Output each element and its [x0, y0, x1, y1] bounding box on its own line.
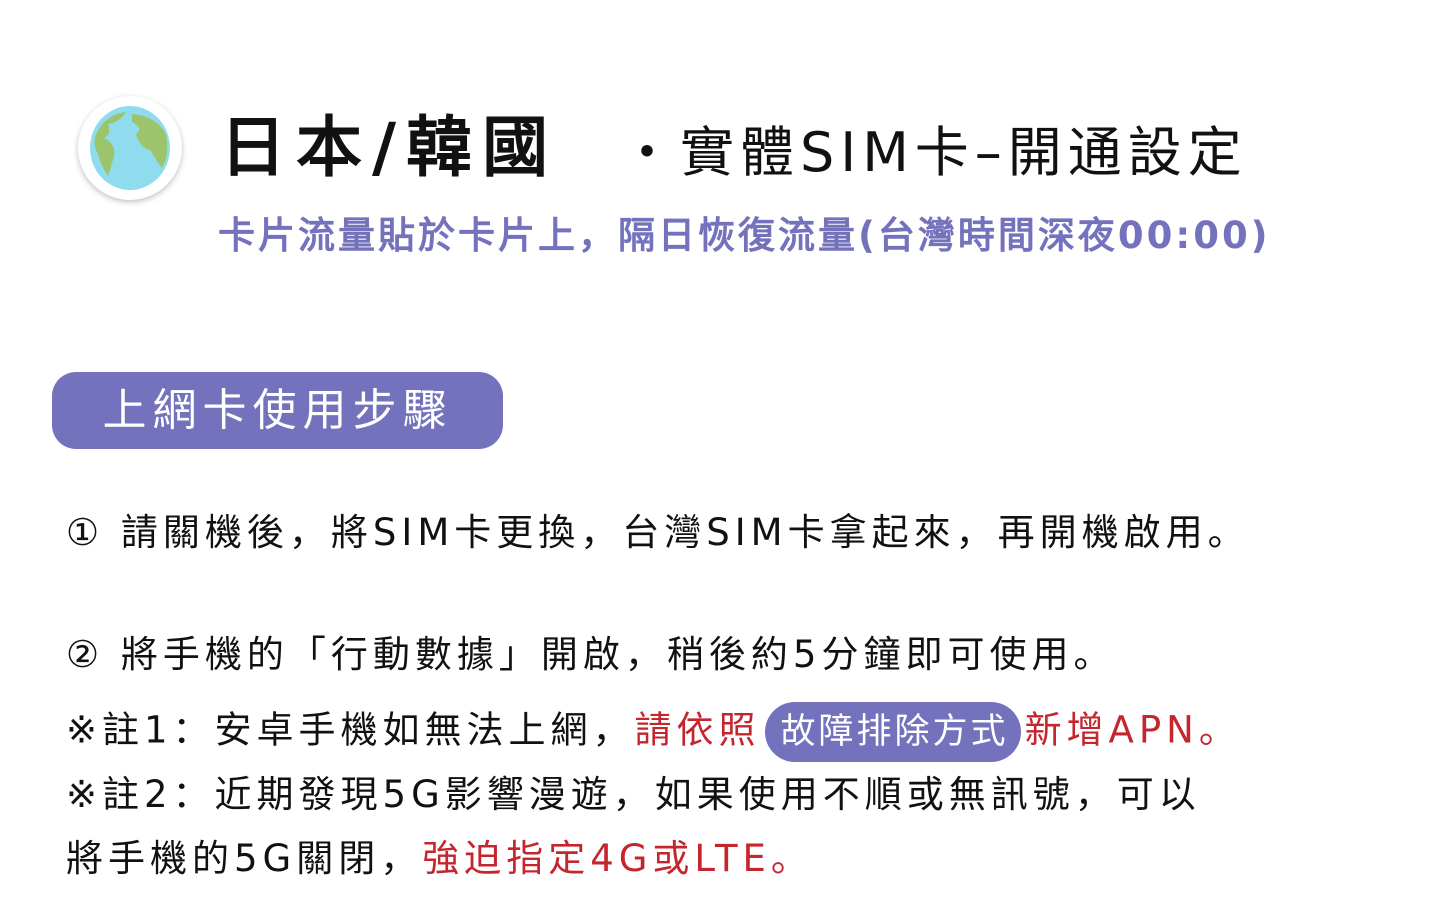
note-1: ※註1：安卓手機如無法上網，請依照故障排除方式新增APN。 — [66, 702, 1241, 762]
note-2-text: 將手機的5G關閉， — [66, 837, 423, 880]
globe-icon — [78, 96, 182, 200]
note-2-red-text: 強迫指定4G或LTE。 — [422, 837, 813, 880]
note-1-text: ※註1：安卓手機如無法上網， — [66, 708, 635, 752]
page-title: 日本/韓國 — [220, 109, 559, 186]
section-heading-badge: 上網卡使用步驟 — [52, 372, 503, 449]
page-title-sub: ・實體SIM卡–開通設定 — [620, 121, 1248, 184]
note-1-red-text: 請依照 — [634, 708, 761, 752]
subtitle: 卡片流量貼於卡片上，隔日恢復流量(台灣時間深夜00:00) — [218, 214, 1271, 257]
step-2: ② 將手機的「行動數據」開啟，稍後約5分鐘即可使用。 — [66, 633, 1116, 676]
note-2-line-2: 將手機的5G關閉，強迫指定4G或LTE。 — [66, 834, 813, 884]
troubleshooting-button[interactable]: 故障排除方式 — [764, 702, 1021, 762]
step-1: ① 請關機後，將SIM卡更換，台灣SIM卡拿起來，再開機啟用。 — [66, 511, 1250, 554]
note-2-line-1: ※註2：近期發現5G影響漫遊，如果使用不順或無訊號，可以 — [66, 773, 1201, 816]
note-1-red-text-2: 新增APN。 — [1024, 708, 1241, 752]
